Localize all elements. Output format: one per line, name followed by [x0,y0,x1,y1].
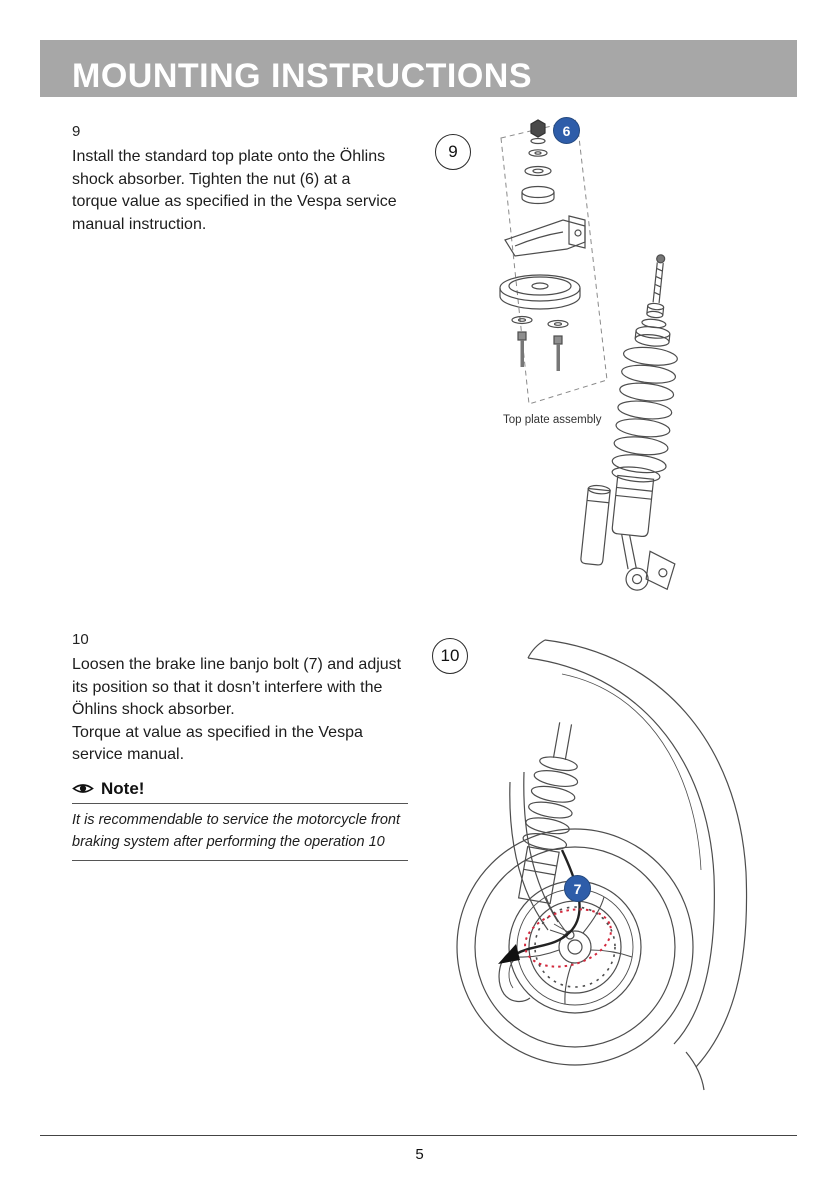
step-10-number: 10 [72,631,89,648]
front-wheel-figure [450,632,770,1102]
banjo-bolt-highlight [524,908,612,968]
top-plate-assembly-figure: Top plate assembly [485,108,720,613]
page-number: 5 [415,1146,424,1163]
step-10-instructions: Loosen the brake line banjo bolt (7) and… [72,656,402,763]
figure-9-caption: Top plate assembly [503,414,602,426]
callout-7-number: 7 [573,880,582,897]
base-plate [499,274,581,310]
eye-icon [72,781,94,796]
step-10-badge: 10 [432,638,468,674]
note-title: Note! [101,778,145,798]
reservoir [580,487,611,566]
fork-arm [509,781,549,931]
exploded-view-dashed-box [500,119,608,405]
callout-6-number: 6 [562,122,571,139]
top-plate-assembly-drawing [499,119,678,591]
brake-caliper [498,953,531,1003]
nut-6 [530,119,546,138]
step-10-section: 10 Loosen the brake line banjo bolt (7) … [72,630,432,861]
note-block: Note! It is recommendable to service the… [72,779,408,861]
callout-7: 7 [564,875,591,902]
note-header: Note! [72,779,408,804]
step-9-number: 9 [72,123,81,140]
footer-divider [40,1135,797,1136]
direction-arrow [498,944,520,964]
fastener-stack [521,119,555,205]
note-text: It is recommendable to service the motor… [72,804,408,861]
brake-disc [528,900,622,994]
step-9-instructions: Install the standard top plate onto the … [72,148,397,233]
shock-body [611,474,655,537]
step-9-section: 9 Install the standard top plate onto th… [72,122,432,236]
callout-6: 6 [553,117,580,144]
front-fender [527,639,748,1068]
step-9-badge-number: 9 [448,142,458,161]
front-wheel [456,828,694,1066]
bolts-and-washers [511,315,569,371]
header-bar: MOUNTING INSTRUCTIONS [40,40,797,97]
top-plate-bracket [504,215,586,257]
coil-spring [611,346,678,474]
step-9-badge: 9 [435,134,471,170]
step-10-badge-number: 10 [440,646,460,665]
page-title: MOUNTING INSTRUCTIONS [72,57,533,95]
shock-absorber [580,254,678,591]
front-wheel-drawing [456,639,748,1091]
